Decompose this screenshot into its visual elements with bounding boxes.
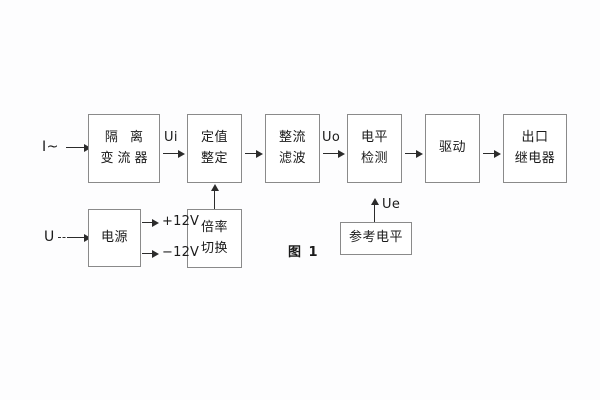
- rail-negative-arrow-icon: [152, 249, 159, 258]
- link-driver-to-relay: [483, 153, 496, 154]
- current-input-arrow-icon: [84, 143, 91, 152]
- rail-positive-lead: [142, 222, 154, 223]
- block-line: 隔 离: [104, 130, 148, 146]
- block-line: 参考电平: [348, 230, 403, 246]
- block-reference-level[interactable]: 参考电平: [340, 222, 412, 255]
- link-setting-to-rectifier-arrow-icon: [256, 149, 263, 158]
- link-rectifier-to-level: [323, 153, 340, 154]
- link-level-to-driver: [405, 153, 418, 154]
- link-reference-to-level: [374, 204, 375, 222]
- block-line: 继电器: [514, 150, 556, 166]
- ue-signal-label: Ue: [382, 197, 401, 212]
- link-isolation-to-setting: [163, 153, 180, 154]
- block-line: 出口: [521, 130, 549, 146]
- block-line: 倍率: [200, 220, 228, 236]
- block-line: 整流: [278, 130, 306, 146]
- link-multiplier-to-setting: [214, 190, 215, 209]
- block-setting-value[interactable]: 定值 整定: [187, 114, 242, 183]
- link-isolation-to-setting-arrow-icon: [178, 149, 185, 158]
- block-line: 切换: [200, 240, 228, 256]
- block-output-relay[interactable]: 出口 继电器: [503, 114, 567, 183]
- ui-signal-label: Ui: [164, 130, 178, 145]
- figure-caption: 图 1: [288, 245, 320, 260]
- rail-positive-label: +12V: [162, 214, 200, 229]
- uo-signal-label: Uo: [322, 130, 341, 145]
- block-driver[interactable]: 驱动: [425, 114, 480, 183]
- rail-negative-label: −12V: [162, 245, 200, 260]
- link-level-to-driver-arrow-icon: [416, 149, 423, 158]
- block-line: 滤波: [278, 150, 306, 166]
- block-multiplier-switch[interactable]: 倍率 切换: [187, 209, 242, 268]
- block-line: 检测: [360, 150, 388, 166]
- block-line: 电源: [100, 229, 128, 245]
- link-reference-to-level-arrow-icon: [370, 198, 379, 205]
- block-line: 整定: [200, 150, 228, 166]
- link-multiplier-to-setting-arrow-icon: [210, 184, 219, 191]
- link-setting-to-rectifier: [245, 153, 258, 154]
- rail-positive-arrow-icon: [152, 218, 159, 227]
- voltage-input-arrow-icon: [84, 233, 91, 242]
- block-line: 驱动: [438, 140, 466, 156]
- block-rectifier-filter[interactable]: 整流 滤波: [265, 114, 320, 183]
- current-input-label: I~: [42, 139, 59, 155]
- rail-negative-lead: [142, 253, 154, 254]
- block-line: 变流器: [100, 150, 152, 166]
- link-rectifier-to-level-arrow-icon: [338, 149, 345, 158]
- block-level-detection[interactable]: 电平 检测: [347, 114, 402, 183]
- block-power-supply[interactable]: 电源: [88, 209, 141, 267]
- voltage-input-dash: [58, 237, 70, 238]
- block-line: 定值: [200, 130, 228, 146]
- current-input-lead: [66, 147, 86, 148]
- voltage-input-label: U: [44, 229, 55, 245]
- block-isolation-transformer[interactable]: 隔 离 变流器: [88, 114, 160, 183]
- block-line: 电平: [360, 130, 388, 146]
- link-driver-to-relay-arrow-icon: [494, 149, 501, 158]
- voltage-input-lead: [70, 237, 86, 238]
